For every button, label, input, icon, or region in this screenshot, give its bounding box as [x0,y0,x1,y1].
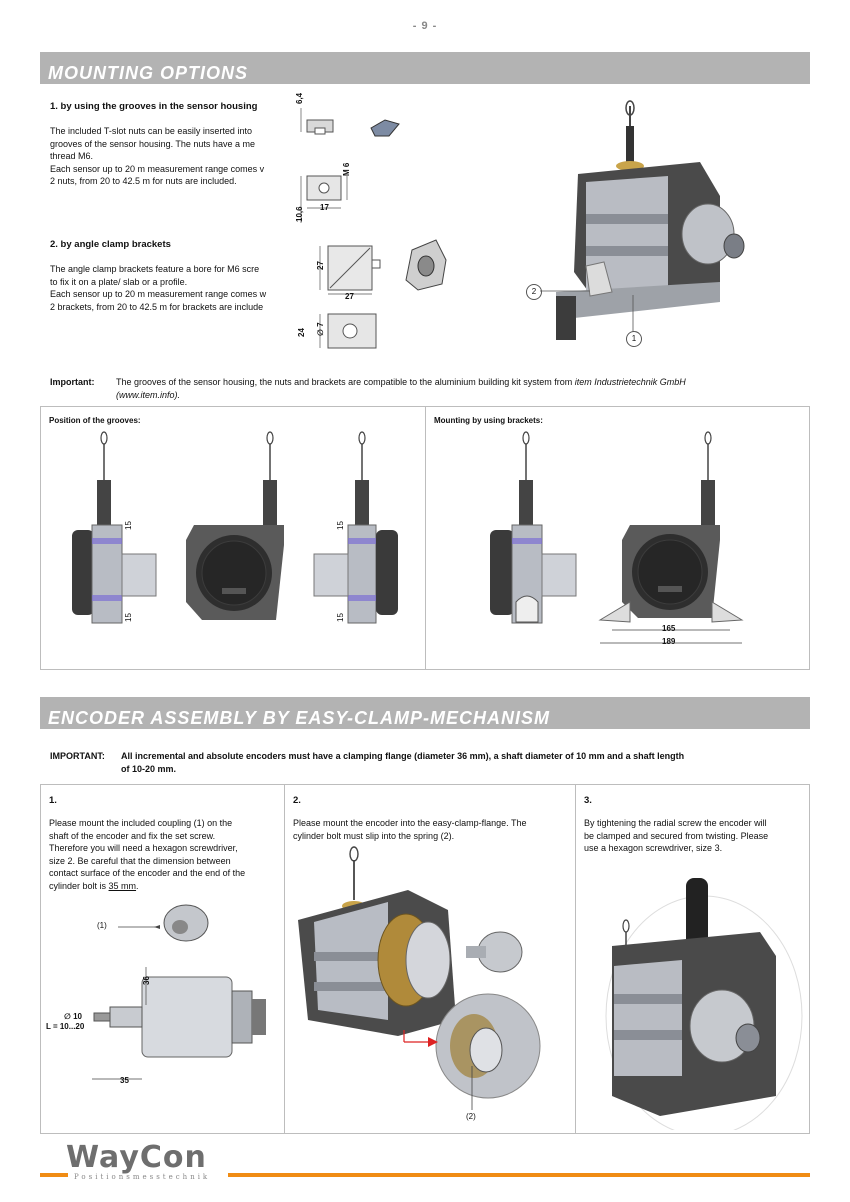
step3-drawing [605,878,803,1130]
front-view [186,431,284,620]
tslot-nut-drawing [300,108,400,223]
grooves-panel-title: Position of the grooves: [49,416,141,425]
groove-text: The included T-slot nuts can be easily i… [50,126,265,186]
encoder-section-title: ENCODER ASSEMBLY BY EASY-CLAMP-MECHANISM [40,697,810,729]
groove-dim-top-right: 15 [336,521,345,530]
angle-bracket-drawing [319,239,447,349]
step1-text: Please mount the included coupling (1) o… [49,818,246,891]
dim-27-horizontal: 27 [345,292,354,301]
footer-line-right [228,1173,810,1177]
dim-m6: M 6 [342,162,351,176]
bracket-front-view [598,431,744,644]
dim-35: 35 [120,1076,129,1085]
groove-dim-top-left: 15 [124,521,133,530]
groove-dim-bottom-left: 15 [124,613,133,622]
dim-189: 189 [662,637,676,646]
bracket-views-drawing [490,431,744,644]
brand-tagline: Positionsmesstechnik [74,1173,211,1181]
sensor-render [556,100,745,340]
callout-leaders [540,290,634,331]
step3-number: 3. [584,795,592,806]
dim-17: 17 [320,203,329,212]
step3-text: By tightening the radial screw the encod… [584,818,769,853]
spring-callout: (2) [466,1112,476,1121]
groove-views-drawing [72,431,398,624]
footer-line-left [40,1173,68,1177]
callout-2: 2 [526,284,542,300]
brackets-panel-title: Mounting by using brackets: [434,416,543,425]
step2-number: 2. [293,795,301,806]
step2-drawing [298,846,541,1110]
mounting-section-title: MOUNTING OPTIONS [40,52,810,84]
side-view-left [72,431,157,624]
page-number: - 9 - [412,20,438,32]
bracket-side-view [490,431,577,624]
groove-heading: 1. by using the grooves in the sensor ho… [50,101,258,112]
important-text: The grooves of the sensor housing, the n… [116,377,686,400]
step1-drawing [92,904,266,1080]
encoder-important-label: IMPORTANT: [50,751,105,761]
coupling-callout: (1) [97,921,107,930]
step1-number: 1. [49,795,57,806]
dim-64: 6,4 [295,92,304,104]
groove-dim-bottom-right: 15 [336,613,345,622]
brackets-panel: Mounting by using brackets: [425,406,810,670]
side-view-right [313,431,398,624]
dim-36: 36 [142,976,151,985]
dim-24: 24 [297,328,306,337]
bracket-text: The angle clamp brackets feature a bore … [50,264,267,312]
dim-10: ∅ 10 [64,1012,82,1021]
dim-165: 165 [662,624,676,633]
encoder-important-text: All incremental and absolute encoders mu… [121,751,685,774]
dim-27-vertical: 27 [316,261,325,270]
step2-text: Please mount the encoder into the easy-c… [293,818,527,841]
bracket-heading: 2. by angle clamp brackets [50,239,171,250]
brand-logo: WayCon [66,1140,207,1175]
dim-7: ∅ 7 [316,322,325,336]
step1-panel: 1. Please mount the included coupling (1… [40,784,285,1134]
dim-length: L = 10...20 [46,1022,85,1031]
callout-1: 1 [626,331,642,347]
dim-106: 10,6 [295,206,304,222]
important-label: Important: [50,377,95,387]
